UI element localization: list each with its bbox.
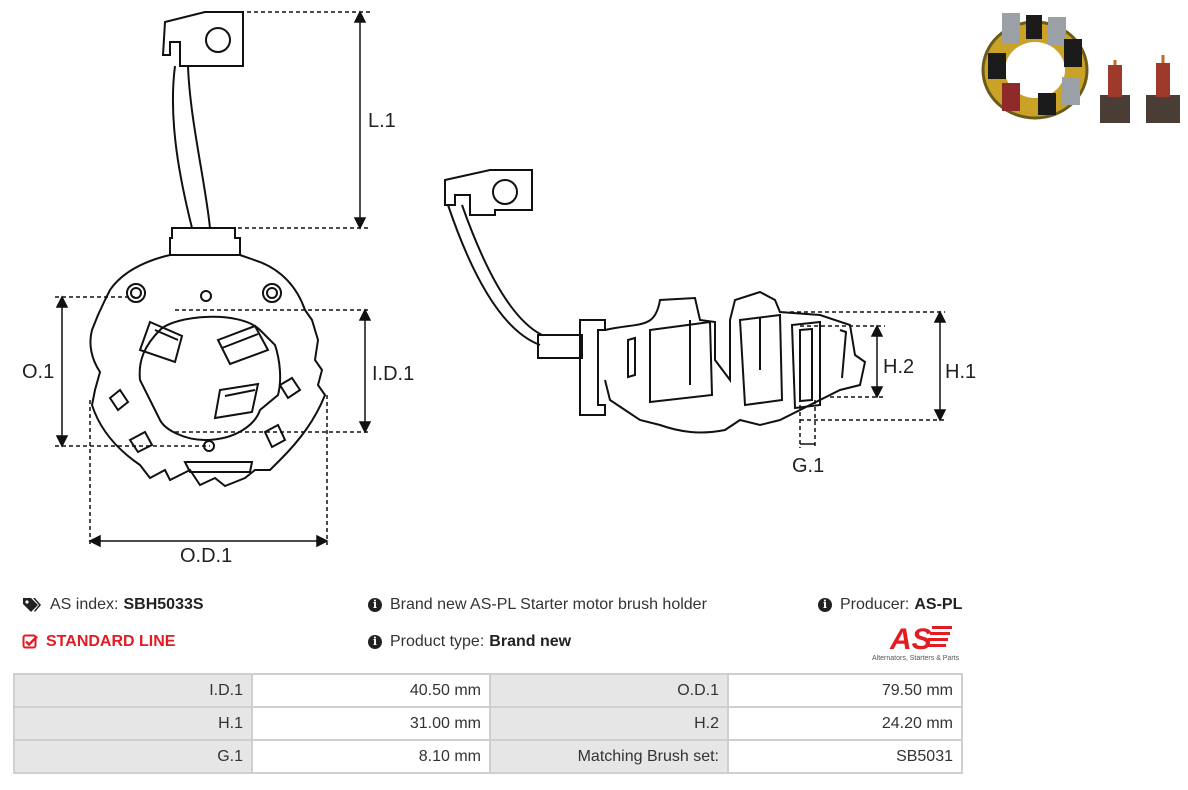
dim-label-g1: G.1 <box>792 455 824 477</box>
spec-label: O.D.1 <box>489 673 729 708</box>
dim-label-o1: O.1 <box>22 361 54 383</box>
spec-label: I.D.1 <box>13 673 253 708</box>
as-index-label: AS index: <box>50 596 119 613</box>
dim-label-id1: I.D.1 <box>372 363 414 385</box>
logo-tagline: Alternators, Starters & Parts <box>872 655 960 662</box>
table-row: H.1 31.00 mm H.2 24.20 mm <box>13 706 963 741</box>
spec-value: 40.50 mm <box>251 673 491 708</box>
spec-label: H.1 <box>13 706 253 741</box>
as-pl-logo: AS Alternators, Starters & Parts <box>872 623 960 662</box>
product-type-label: Product type: <box>390 633 485 650</box>
spec-value: SB5031 <box>727 739 963 774</box>
dim-label-od1: O.D.1 <box>180 545 232 567</box>
info-icon: i <box>368 598 382 612</box>
standard-line-row: STANDARD LINE <box>22 633 175 651</box>
dim-label-l1: L.1 <box>368 110 396 132</box>
spec-label: H.2 <box>489 706 729 741</box>
spec-value: 31.00 mm <box>251 706 491 741</box>
standard-line-label: STANDARD LINE <box>46 633 176 650</box>
tags-icon <box>23 598 41 612</box>
spec-value: 8.10 mm <box>251 739 491 774</box>
producer-value: AS-PL <box>914 596 963 613</box>
product-type-row: i Product type: Brand new <box>368 633 571 651</box>
producer-label: Producer: <box>840 596 910 613</box>
product-photo <box>981 13 1180 123</box>
product-type-value: Brand new <box>489 633 572 650</box>
spec-value: 79.50 mm <box>727 673 963 708</box>
spec-label: Matching Brush set: <box>489 739 729 774</box>
info-icon: i <box>368 635 382 649</box>
check-square-icon <box>22 634 38 649</box>
specs-table: I.D.1 40.50 mm O.D.1 79.50 mm H.1 31.00 … <box>13 673 963 774</box>
as-index-row: AS index: SBH5033S <box>22 596 204 614</box>
technical-drawing: L.1 O.1 I.D.1 O.D.1 H.2 H.1 G.1 <box>22 10 976 567</box>
spec-label: G.1 <box>13 739 253 774</box>
dim-label-h1: H.1 <box>945 361 976 383</box>
info-icon: i <box>818 598 832 612</box>
spec-value: 24.20 mm <box>727 706 963 741</box>
table-row: G.1 8.10 mm Matching Brush set: SB5031 <box>13 739 963 774</box>
dim-label-h2: H.2 <box>883 356 914 378</box>
description-row: i Brand new AS-PL Starter motor brush ho… <box>368 596 707 614</box>
table-row: I.D.1 40.50 mm O.D.1 79.50 mm <box>13 673 963 708</box>
logo-text: AS <box>889 623 932 656</box>
producer-row: i Producer: AS-PL <box>818 596 962 614</box>
description-text: Brand new AS-PL Starter motor brush hold… <box>390 596 707 613</box>
as-index-value: SBH5033S <box>123 596 204 613</box>
